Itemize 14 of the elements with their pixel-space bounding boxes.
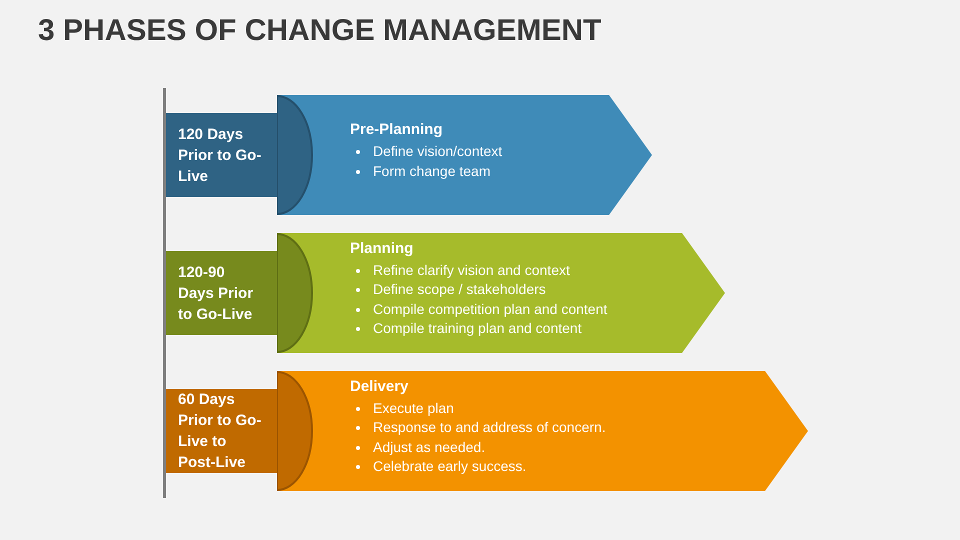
- bullet-text: Response to and address of concern.: [373, 419, 606, 435]
- bullet-text: Execute plan: [373, 400, 454, 416]
- bullet-text: Form change team: [373, 162, 490, 178]
- phase-heading: Pre-Planning: [350, 121, 443, 138]
- bullet-text: Refine clarify vision and context: [373, 262, 570, 278]
- bullet-text: Compile training plan and content: [373, 320, 582, 336]
- bullet-text: Define scope / stakeholders: [373, 281, 546, 297]
- bullet-text: Define vision/context: [373, 143, 502, 159]
- bullet-text: Compile competition plan and content: [373, 300, 608, 316]
- phase-heading: Delivery: [350, 378, 408, 394]
- phase-heading: Planning: [350, 240, 414, 256]
- bullet-text: Adjust as needed.: [373, 438, 486, 454]
- title: 3 PHASES OF CHANGE MANAGEMENT: [38, 14, 602, 48]
- bullet-text: Celebrate early success.: [373, 458, 526, 474]
